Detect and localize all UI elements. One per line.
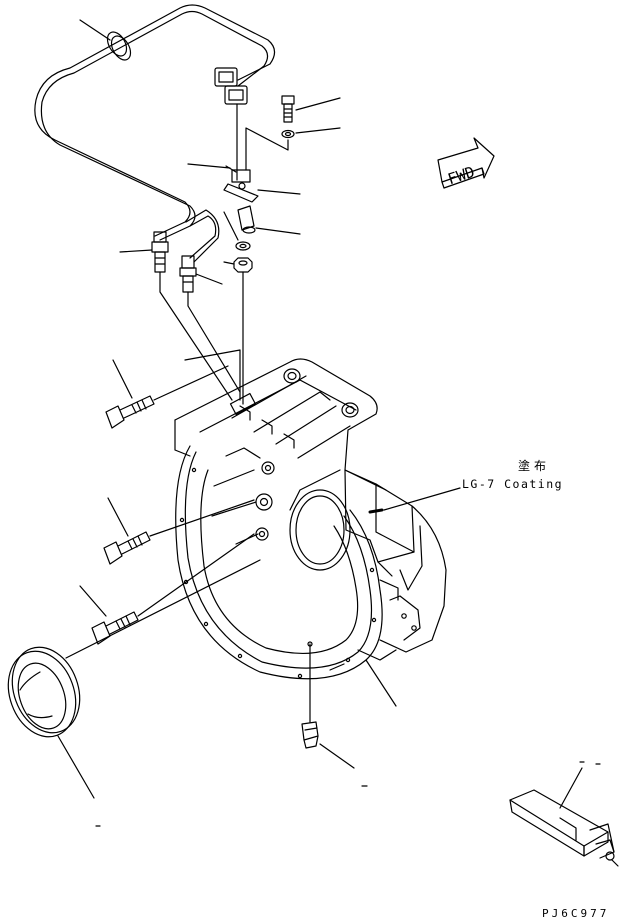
leader-fitting-left <box>119 249 153 253</box>
oil-seal <box>7 559 261 799</box>
fuel-pipe-branch-inner <box>185 209 220 263</box>
assembly-path-seal <box>65 559 261 659</box>
coating-label-japanese: 塗布 <box>518 459 551 473</box>
clip-bracket <box>187 163 301 203</box>
mounting-bolt-upper <box>105 359 229 429</box>
reference-marks <box>95 761 601 827</box>
coating-label: LG-7 Coating <box>462 477 564 491</box>
leader-oil-seal <box>57 735 95 799</box>
leader-clamp <box>79 19 111 41</box>
leader-bolt-upper <box>112 359 133 399</box>
assembly-path-bolt-middle <box>149 499 255 537</box>
washer-small <box>281 127 341 139</box>
fuel-pipe-inner <box>40 10 269 241</box>
leader-washer-small <box>295 127 341 134</box>
washer-mid <box>223 211 251 251</box>
fuel-pipe-outer <box>34 4 276 237</box>
fuel-pipe-branch <box>189 215 217 259</box>
leader-clip-lower <box>255 227 301 235</box>
clip-lower <box>237 205 301 235</box>
leader-clip <box>257 189 301 195</box>
coating-point <box>368 487 461 514</box>
assembly-path-fittings <box>159 271 233 401</box>
fuel-pipe-assembly <box>34 4 276 263</box>
nut <box>223 257 253 273</box>
drain-plug <box>301 641 355 769</box>
leader-coating <box>383 487 461 511</box>
pipe-clamp <box>106 31 132 61</box>
leader-bolt-lower <box>79 585 107 617</box>
leader-housing <box>365 659 397 707</box>
electrical-connector <box>214 67 248 181</box>
leader-clip-top <box>187 163 231 169</box>
leader-fitting-right <box>195 273 223 285</box>
leader-bolt-middle <box>107 497 129 537</box>
fwd-label: FWD <box>446 163 477 188</box>
leader-nut <box>223 261 235 265</box>
leader-drain-plug <box>319 743 355 769</box>
leader-bolt-small <box>295 97 341 111</box>
sealant-tube <box>509 767 619 867</box>
assembly-path-bolt-upper <box>153 365 229 401</box>
mounting-bolt-lower <box>79 533 255 645</box>
pipe-fitting-left <box>119 231 169 273</box>
forward-direction-arrow: FWD <box>437 137 495 189</box>
assembly-path-bracket <box>245 127 289 171</box>
assembly-path-bolt-lower <box>137 533 255 617</box>
drawing-code: PJ6C977 <box>542 907 610 920</box>
leader-washer-mid <box>223 211 239 241</box>
pipe-fitting-right <box>179 255 223 293</box>
leader-sealant <box>559 767 583 809</box>
mounting-bolt-middle <box>103 497 255 565</box>
flywheel-housing <box>174 358 447 680</box>
bolt-small <box>281 95 341 123</box>
